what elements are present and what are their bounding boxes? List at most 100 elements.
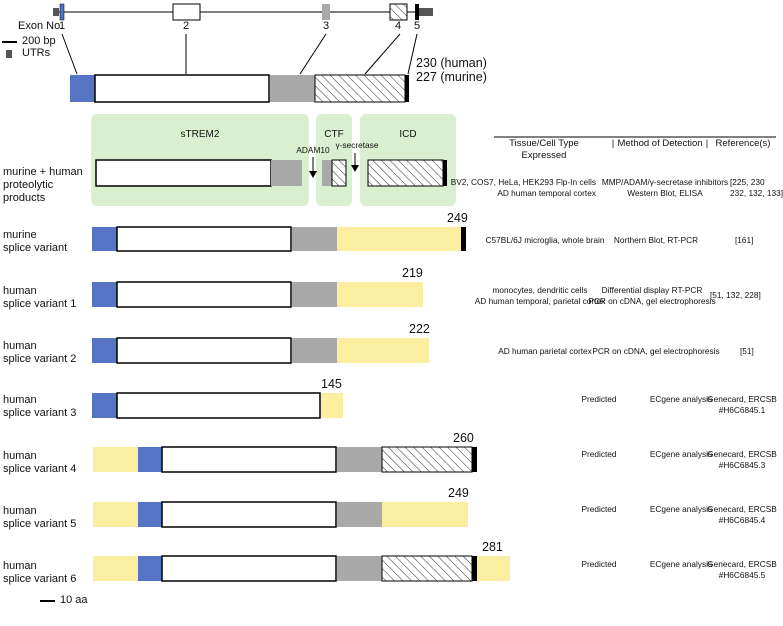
row1-refs-1: [161] <box>735 235 754 245</box>
row-label-sv1-2: splice variant 1 <box>3 298 77 310</box>
novel-n-terminus <box>93 556 138 581</box>
row-label-murine: murine <box>3 229 37 241</box>
sv4-length: 260 <box>453 431 474 445</box>
row0-refs-1: [225, 230 <box>730 177 765 187</box>
human-sv3-bar <box>92 392 343 419</box>
ig-domain <box>116 281 292 308</box>
strem2-stalk <box>271 160 302 186</box>
row-label-sv5-2: splice variant 5 <box>3 518 77 530</box>
ig-domain <box>161 501 337 528</box>
row6-refs-2: #H6C6845.4 <box>718 515 766 525</box>
tm-cyto-region <box>381 555 473 582</box>
ig-domain <box>116 392 321 419</box>
exon-number-3: 3 <box>322 20 330 32</box>
full-length-human-len: 230 (human) <box>416 56 487 70</box>
row6-method-1: ECgene analysis <box>649 504 713 514</box>
connector-exon3 <box>299 33 327 75</box>
novel-n-terminus <box>93 447 138 472</box>
row0-tissue-2: AD human temporal cortex <box>497 188 596 198</box>
exon-4 <box>389 3 408 21</box>
novel-sequence <box>337 282 423 307</box>
utr-5prime <box>53 8 59 16</box>
row-label-murine-2: splice variant <box>3 242 68 254</box>
signal-peptide <box>138 556 162 581</box>
utr-legend-label: UTRs <box>22 47 51 59</box>
human-sv2-bar <box>92 337 429 364</box>
ig-domain <box>116 226 292 252</box>
sv3-length: 145 <box>321 377 342 391</box>
row2-refs-1: [51, 132, 228] <box>710 290 761 300</box>
row3-refs-1: [51] <box>740 346 754 356</box>
exon-5 <box>415 4 419 20</box>
murine-length: 249 <box>447 211 468 225</box>
ctf-label: CTF <box>324 129 344 140</box>
row-label-sv3-2: splice variant 3 <box>3 407 77 419</box>
sv5-length: 249 <box>448 486 469 500</box>
ig-domain <box>161 446 337 473</box>
row-label-proteolytic: murine + human <box>3 166 83 178</box>
gamma-arrowhead <box>351 165 359 172</box>
row1-method-1: Northern Blot, RT-PCR <box>613 235 699 245</box>
icd-fragment <box>367 159 444 187</box>
row1-tissue-1: C57BL/6J microglia, whole brain <box>485 235 605 245</box>
row6-refs-1: Genecard, ERCSB <box>707 504 777 514</box>
row2-method-2: PCR on cDNA, gel electrophoresis <box>588 296 716 306</box>
ctf-stalk <box>322 160 332 186</box>
row-label-sv4: human <box>3 450 37 462</box>
header-method: Method of Detection <box>617 138 703 149</box>
ctf-tm <box>331 159 347 187</box>
exon-number-5: 5 <box>413 20 421 32</box>
c-terminus-marker <box>472 556 477 581</box>
novel-sequence <box>337 338 429 363</box>
tm-cyto-region <box>381 446 473 473</box>
utr-3prime <box>419 8 433 16</box>
stalk-region <box>270 75 315 102</box>
human-sv4-bar <box>93 446 477 473</box>
row-label-sv1: human <box>3 285 37 297</box>
full-length-murine-len: 227 (murine) <box>416 70 487 84</box>
murine-splice-variant-bar <box>92 226 466 252</box>
header-tissue: Tissue/Cell Type <box>509 138 579 149</box>
c-terminus <box>405 75 409 102</box>
row4-refs-2: #H6C6845.1 <box>718 405 766 415</box>
stalk-region <box>292 282 337 307</box>
novel-n-terminus <box>93 502 138 527</box>
header-tissue-expressed: Expressed <box>521 150 567 161</box>
ig-domain <box>161 555 337 582</box>
signal-peptide <box>138 447 162 472</box>
c-terminus <box>472 447 477 472</box>
novel-sequence <box>321 393 343 418</box>
exon-number-1: 1 <box>58 20 66 32</box>
row3-tissue-1: AD human parietal cortex <box>498 346 592 356</box>
sv2-length: 222 <box>409 322 430 336</box>
row2-tissue-2: AD human temporal, parietal cortex <box>474 296 606 306</box>
row-label-sv6-2: splice variant 6 <box>3 573 77 585</box>
signal-peptide <box>92 227 117 251</box>
row7-refs-2: #H6C6845.5 <box>718 570 766 580</box>
strem2-label: sTREM2 <box>180 129 220 140</box>
stalk-region <box>292 227 337 251</box>
row-label-proteolytic-2: proteolytic <box>3 179 54 191</box>
row5-method-1: ECgene analysis <box>649 449 713 459</box>
row3-method-1: PCR on cDNA, gel electrophoresis <box>592 346 720 356</box>
row7-method-1: ECgene analysis <box>649 559 713 569</box>
human-sv6-bar <box>93 555 510 582</box>
row0-method-2: Western Blot, ELISA <box>627 188 703 198</box>
aa-scale-label: 10 aa <box>60 594 88 606</box>
signal-peptide <box>138 502 162 527</box>
row7-tissue-1: Predicted <box>581 559 617 569</box>
stalk-region <box>337 502 382 527</box>
gene-structure <box>2 3 433 75</box>
row4-refs-1: Genecard, ERCSB <box>707 394 777 404</box>
header-separator-2: | <box>705 138 709 149</box>
sv1-length: 219 <box>402 266 423 280</box>
exon-number-2: 2 <box>182 20 190 32</box>
exon-3 <box>322 4 330 20</box>
row-label-sv4-2: splice variant 4 <box>3 463 77 475</box>
exon-1 <box>59 3 65 21</box>
adam10-label: ADAM10 <box>296 145 330 155</box>
tm-cyto-region <box>314 74 406 103</box>
row0-method-1: MMP/ADAM/γ-secretase inhibitors <box>601 177 729 187</box>
